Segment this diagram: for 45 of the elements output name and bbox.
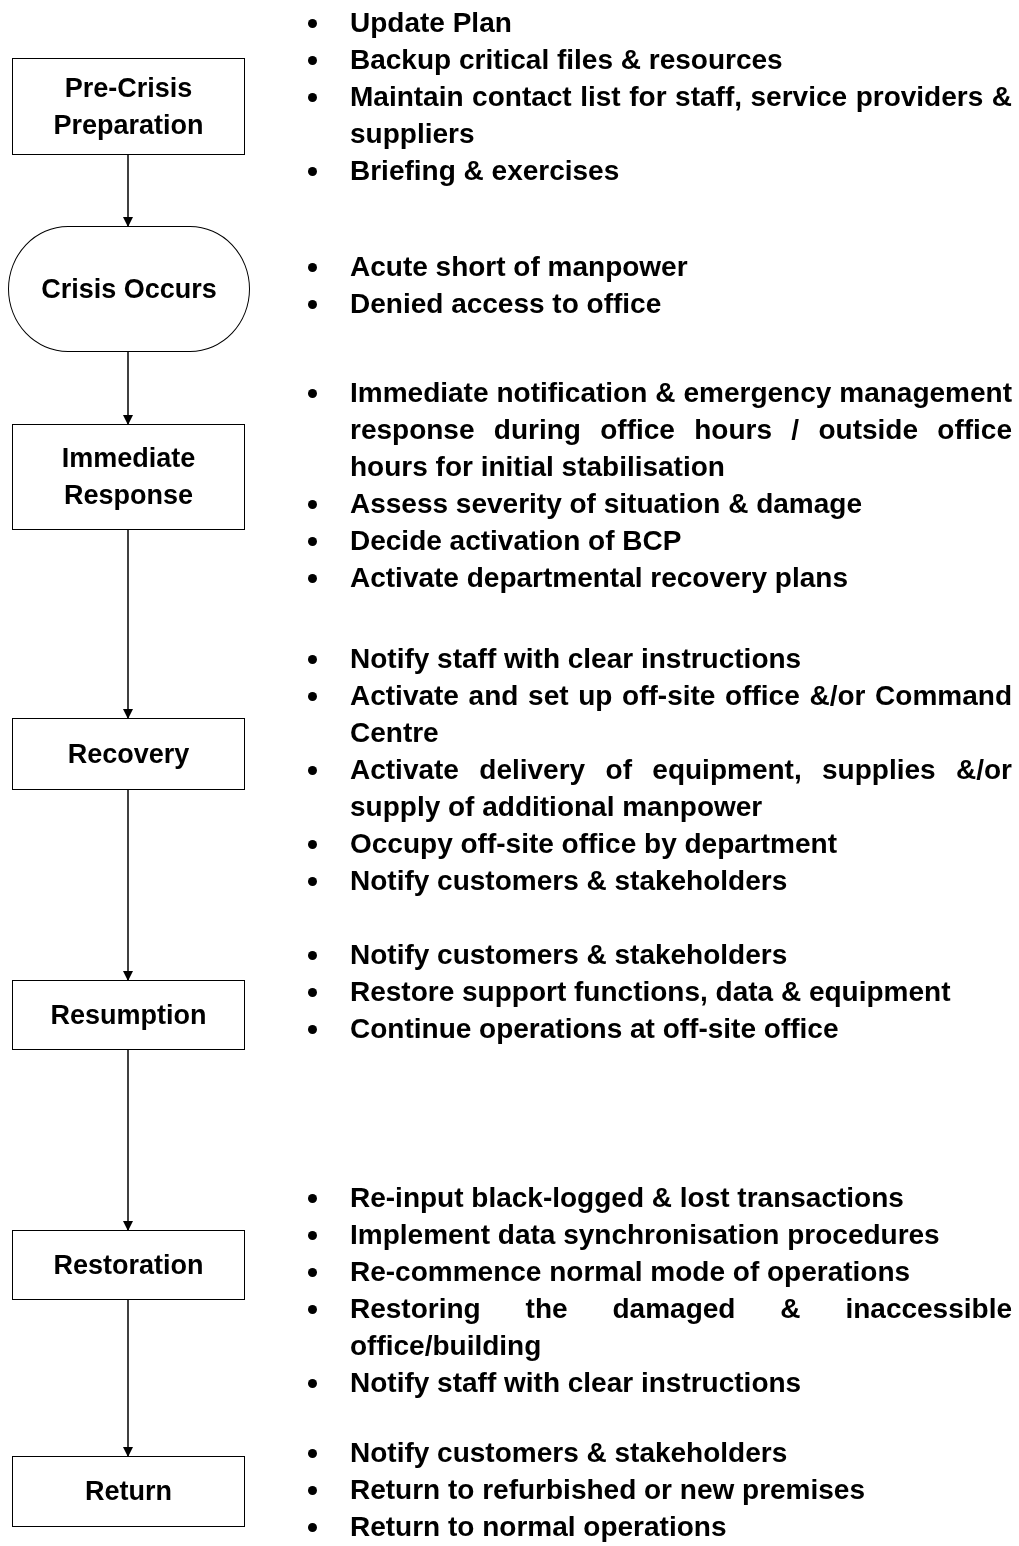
bullet-item: Notify staff with clear instructions	[300, 1364, 1012, 1401]
bullet-item: Briefing & exercises	[300, 152, 1012, 189]
node-label: Pre-Crisis Preparation	[52, 71, 205, 142]
process-box	[12, 424, 245, 530]
bullet-item: Backup critical files & resources	[300, 41, 1012, 78]
bullet-item: Implement data synchronisation procedures	[300, 1216, 1012, 1253]
bullet-item: Decide activation of BCP	[300, 522, 1012, 559]
bullet-item: Immediate notification & emergency management response during office hours / outside office hours for initial stabilisation	[300, 374, 1012, 485]
bullet-item: Maintain contact list for staff, service providers & suppliers	[300, 78, 1012, 152]
process-box	[12, 718, 245, 790]
node-label: Crisis Occurs	[41, 272, 217, 306]
arrow	[123, 529, 133, 719]
bullet-item: Notify staff with clear instructions	[300, 640, 1012, 677]
bullet-item: Re-input black-logged & lost transactions	[300, 1179, 1012, 1216]
bullet-item: Notify customers & stakeholders	[300, 862, 1012, 899]
bullet-item: Occupy off-site office by department	[300, 825, 1012, 862]
process-box	[12, 1230, 245, 1300]
bullet-item: Continue operations at off-site office	[300, 1010, 1012, 1047]
bullet-item: Re-commence normal mode of operations	[300, 1253, 1012, 1290]
arrow	[123, 789, 133, 981]
node-label: Restoration	[53, 1248, 204, 1282]
bullet-item: Restoring the damaged & inaccessible office/building	[300, 1290, 1012, 1364]
bullet-item: Activate delivery of equipment, supplies &/or supply of additional manpower	[300, 751, 1012, 825]
bullet-item: Acute short of manpower	[300, 248, 1012, 285]
node-label: Return	[85, 1475, 172, 1508]
bullet-item: Return to refurbished or new premises	[300, 1471, 1012, 1508]
bullet-item: Notify customers & stakeholders	[300, 1434, 1012, 1471]
node-label: Recovery	[67, 737, 190, 771]
bullet-item: Activate and set up off-site office &/or Command Centre	[300, 677, 1012, 751]
arrow	[123, 1299, 133, 1457]
process-box	[12, 58, 245, 155]
bullet-item: Restore support functions, data & equipment	[300, 973, 1012, 1010]
bullet-item: Return to normal operations	[300, 1508, 1012, 1545]
node-label: Resumption	[50, 998, 207, 1032]
arrow	[123, 154, 133, 227]
process-box	[12, 1456, 245, 1527]
bullet-item: Update Plan	[300, 4, 1012, 41]
bullet-item: Denied access to office	[300, 285, 1012, 322]
process-box	[12, 980, 245, 1050]
bullet-item: Activate departmental recovery plans	[300, 559, 1012, 596]
bullet-item: Assess severity of situation & damage	[300, 485, 1012, 522]
arrow	[123, 1049, 133, 1231]
node-label: Immediate Response	[60, 442, 197, 512]
arrow	[123, 351, 133, 425]
bullet-item: Notify customers & stakeholders	[300, 936, 1012, 973]
